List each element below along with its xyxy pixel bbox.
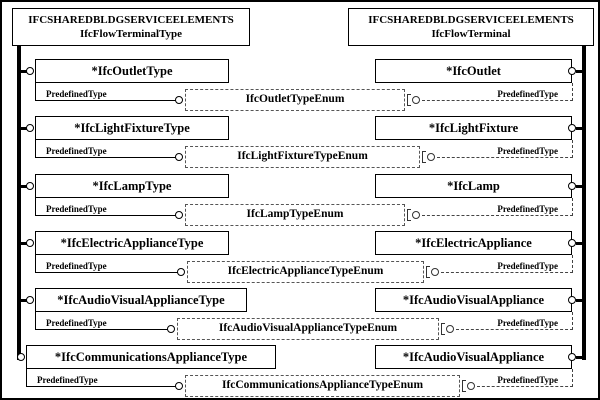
- connector-circle-icon: [17, 353, 25, 361]
- attribute-label: PredefinedType: [497, 375, 558, 385]
- connector-circle-icon: [568, 296, 576, 304]
- instance-entity-box: *IfcElectricAppliance: [375, 231, 572, 255]
- attribute-line-right: PredefinedType: [422, 198, 573, 216]
- attribute-label: PredefinedType: [497, 318, 558, 328]
- attribute-circle-icon: [467, 382, 475, 390]
- connector-line: [576, 127, 585, 130]
- supertype-rail-left: [17, 44, 21, 360]
- attribute-line-left: PredefinedType: [35, 255, 178, 273]
- enum-box: IfcLampTypeEnum: [185, 204, 405, 226]
- enum-box: IfcOutletTypeEnum: [185, 89, 405, 111]
- entity-name: IfcFlowTerminal: [431, 28, 511, 40]
- connector-circle-icon: [568, 353, 576, 361]
- attribute-label: PredefinedType: [46, 318, 107, 328]
- connector-circle-icon: [26, 239, 34, 247]
- connector-circle-icon: [568, 239, 576, 247]
- connector-line: [19, 242, 27, 245]
- connector-circle-icon: [26, 296, 34, 304]
- connector-circle-icon: [568, 182, 576, 190]
- type-entity-box: *IfcLampType: [35, 174, 229, 198]
- attribute-circle-icon: [427, 153, 435, 161]
- entity-name: IfcFlowTerminalType: [79, 28, 183, 40]
- connector-circle-icon: [26, 124, 34, 132]
- connector-line: [19, 299, 27, 302]
- connector-circle-icon: [568, 124, 576, 132]
- schema-name: IFCSHAREDBLDGSERVICEELEMENTS: [368, 14, 574, 26]
- page-ref-bracket-icon: [426, 266, 430, 278]
- enum-box: IfcCommunicationsApplianceTypeEnum: [185, 375, 460, 397]
- attribute-line-right: PredefinedType: [477, 369, 573, 387]
- page-ref-bracket-icon: [422, 151, 426, 163]
- attribute-label: PredefinedType: [46, 261, 107, 271]
- attribute-label: PredefinedType: [46, 89, 107, 99]
- attribute-line-left: PredefinedType: [35, 198, 176, 216]
- relationship-row: *IfcOutletType PredefinedType IfcOutletT…: [2, 59, 598, 116]
- attribute-label: PredefinedType: [497, 261, 558, 271]
- attribute-circle-icon: [446, 325, 454, 333]
- attribute-circle-icon: [412, 96, 420, 104]
- attribute-circle-icon: [175, 96, 183, 104]
- attribute-line-right: PredefinedType: [456, 312, 573, 330]
- connector-line: [19, 127, 27, 130]
- supertype-rail-right: [582, 44, 586, 360]
- connector-line: [576, 356, 585, 359]
- relationship-row: *IfcElectricApplianceType PredefinedType…: [2, 231, 598, 288]
- attribute-circle-icon: [175, 211, 183, 219]
- connector-circle-icon: [26, 182, 34, 190]
- page-ref-bracket-icon: [407, 209, 411, 221]
- connector-line: [576, 185, 585, 188]
- enum-box: IfcElectricApplianceTypeEnum: [187, 261, 424, 283]
- attribute-line-left: PredefinedType: [35, 83, 176, 101]
- page-ref-bracket-icon: [462, 380, 466, 392]
- type-entity-box: *IfcElectricApplianceType: [35, 231, 229, 255]
- connector-line: [576, 299, 585, 302]
- schema-name: IFCSHAREDBLDGSERVICEELEMENTS: [28, 14, 234, 26]
- relationship-row: *IfcAudioVisualApplianceType PredefinedT…: [2, 288, 598, 345]
- relationship-row: *IfcCommunicationsApplianceType Predefin…: [2, 345, 598, 398]
- connector-circle-icon: [26, 67, 34, 75]
- type-entity-box: *IfcAudioVisualApplianceType: [35, 288, 247, 312]
- attribute-label: PredefinedType: [497, 89, 558, 99]
- attribute-label: PredefinedType: [497, 146, 558, 156]
- attribute-label: PredefinedType: [497, 204, 558, 214]
- connector-circle-icon: [568, 67, 576, 75]
- page-ref-bracket-icon: [441, 323, 445, 335]
- instance-entity-box: *IfcLamp: [375, 174, 572, 198]
- attribute-circle-icon: [412, 211, 420, 219]
- attribute-line-left: PredefinedType: [35, 140, 176, 158]
- connector-line: [19, 70, 27, 73]
- attribute-circle-icon: [177, 268, 185, 276]
- attribute-line-left: PredefinedType: [26, 369, 176, 387]
- type-entity-box: *IfcLightFixtureType: [35, 116, 229, 140]
- page-ref-bracket-icon: [407, 94, 411, 106]
- relationship-row: *IfcLightFixtureType PredefinedType IfcL…: [2, 116, 598, 173]
- type-entity-box: *IfcOutletType: [35, 59, 229, 83]
- attribute-circle-icon: [175, 382, 183, 390]
- connector-line: [576, 242, 585, 245]
- schema-header-left: IFCSHAREDBLDGSERVICEELEMENTS IfcFlowTerm…: [12, 8, 250, 46]
- attribute-line-right: PredefinedType: [441, 255, 573, 273]
- relationship-row: *IfcLampType PredefinedType IfcLampTypeE…: [2, 174, 598, 231]
- connector-line: [576, 70, 585, 73]
- type-entity-box: *IfcCommunicationsApplianceType: [26, 345, 276, 369]
- instance-entity-box: *IfcLightFixture: [375, 116, 572, 140]
- attribute-label: PredefinedType: [37, 375, 98, 385]
- attribute-circle-icon: [431, 268, 439, 276]
- attribute-line-right: PredefinedType: [437, 140, 573, 158]
- enum-box: IfcLightFixtureTypeEnum: [185, 146, 420, 168]
- instance-entity-box: *IfcAudioVisualAppliance: [375, 288, 572, 312]
- attribute-circle-icon: [175, 153, 183, 161]
- instance-entity-box: *IfcOutlet: [375, 59, 572, 83]
- attribute-line-right: PredefinedType: [422, 83, 573, 101]
- connector-line: [19, 185, 27, 188]
- attribute-label: PredefinedType: [46, 146, 107, 156]
- enum-box: IfcAudioVisualApplianceTypeEnum: [177, 318, 439, 340]
- attribute-circle-icon: [167, 325, 175, 333]
- schema-header-right: IFCSHAREDBLDGSERVICEELEMENTS IfcFlowTerm…: [348, 8, 594, 46]
- instance-entity-box: *IfcAudioVisualAppliance: [375, 345, 572, 369]
- attribute-label: PredefinedType: [46, 204, 107, 214]
- attribute-line-left: PredefinedType: [35, 312, 168, 330]
